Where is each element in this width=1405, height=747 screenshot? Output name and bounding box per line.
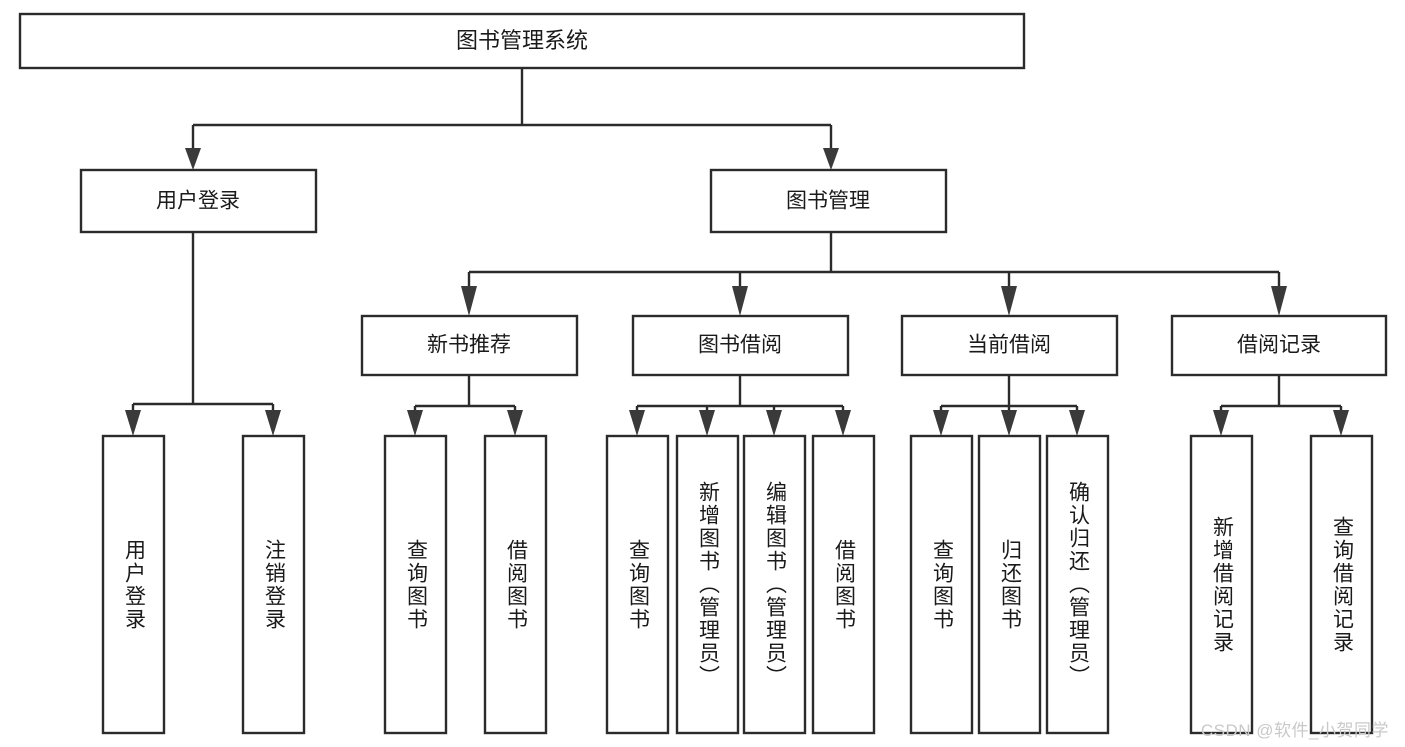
connector-new-book-rec-branch	[413, 375, 517, 415]
node-leaf-query-book-1-box[interactable]	[383, 434, 448, 735]
node-user-login-label: 用户登录	[156, 190, 240, 213]
arrow-head-to-leaf-borrow-book-1	[507, 410, 523, 436]
arrow-head-to-leaf-logout-login	[265, 410, 281, 436]
node-leaf-logout-login-box[interactable]	[241, 434, 306, 735]
arrow-head-to-leaf-query-book-2	[629, 410, 645, 436]
connector-group-root-to-level1	[185, 68, 839, 170]
arrow-head-to-leaf-query-book-1	[407, 410, 423, 436]
node-leaf-add-book-box[interactable]	[675, 434, 740, 735]
node-leaf-query-book-2-box[interactable]	[605, 434, 670, 735]
node-current-borrow-box[interactable]	[900, 314, 1119, 377]
node-current-borrow[interactable]: 当前借阅	[900, 314, 1119, 377]
arrow-head-to-leaf-edit-book	[766, 410, 782, 436]
node-book-manage[interactable]: 图书管理	[709, 168, 948, 234]
connector-group-new-book-rec-to-leaves	[407, 375, 523, 436]
node-new-book-rec[interactable]: 新书推荐	[360, 314, 579, 377]
connector-borrow-record-branch	[1219, 375, 1343, 415]
arrow-head-to-book-manage	[823, 148, 839, 170]
arrow-head-to-leaf-confirm-return	[1069, 410, 1085, 436]
arrow-head-to-borrow-record	[1271, 286, 1287, 316]
connector-group-book-manage-to-level2	[461, 232, 1287, 316]
connector-group-book-borrow-to-leaves	[629, 375, 851, 436]
node-current-borrow-label: 当前借阅	[967, 334, 1051, 357]
connector-book-manage-branch	[467, 232, 1281, 290]
node-leaf-query-book-3-box[interactable]	[909, 434, 974, 735]
arrow-head-to-current-borrow	[1001, 286, 1017, 316]
node-root[interactable]: 图书管理系统	[18, 12, 1026, 70]
connector-book-borrow-branch	[635, 375, 845, 415]
arrow-head-to-leaf-add-book	[699, 410, 715, 436]
node-leaf-query-record-box[interactable]	[1309, 434, 1374, 735]
node-borrow-record-box[interactable]	[1170, 314, 1388, 377]
node-user-login[interactable]: 用户登录	[79, 168, 318, 234]
connector-group-user-login-to-leaves	[125, 232, 281, 436]
node-borrow-record-label: 借阅记录	[1237, 334, 1321, 357]
node-book-borrow-label: 图书借阅	[698, 334, 782, 357]
arrow-head-to-leaf-query-record	[1333, 410, 1349, 436]
node-root-box[interactable]	[18, 12, 1026, 70]
node-leaf-borrow-book-1-box[interactable]	[483, 434, 548, 735]
connector-root-branch	[191, 68, 833, 152]
connector-group-current-borrow-to-leaves	[933, 375, 1085, 436]
arrow-head-to-leaf-user-login	[125, 410, 141, 436]
connector-user-login-branch	[131, 232, 275, 415]
connector-current-borrow-branch	[939, 375, 1079, 415]
node-leaf-confirm-return-box[interactable]	[1045, 434, 1110, 735]
node-leaf-add-record-box[interactable]	[1189, 434, 1254, 735]
node-root-label: 图书管理系统	[456, 28, 588, 53]
arrow-head-to-user-login	[185, 148, 201, 170]
node-new-book-rec-box[interactable]	[360, 314, 579, 377]
node-book-borrow[interactable]: 图书借阅	[631, 314, 850, 377]
node-leaf-edit-book-box[interactable]	[742, 434, 807, 735]
node-book-manage-label: 图书管理	[786, 190, 870, 213]
node-leaf-return-book-box[interactable]	[977, 434, 1042, 735]
arrow-head-to-leaf-borrow-book-2	[835, 410, 851, 436]
arrow-head-to-leaf-add-record	[1213, 410, 1229, 436]
arrow-head-to-new-book-rec	[461, 286, 477, 316]
node-leaf-user-login-box[interactable]	[101, 434, 166, 735]
arrow-head-to-leaf-return-book	[1001, 410, 1017, 436]
arrow-head-to-book-borrow	[732, 286, 748, 316]
node-new-book-rec-label: 新书推荐	[427, 334, 511, 357]
node-borrow-record[interactable]: 借阅记录	[1170, 314, 1388, 377]
connector-group-borrow-record-to-leaves	[1213, 375, 1349, 436]
node-leaf-borrow-book-2-box[interactable]	[811, 434, 876, 735]
node-user-login-box[interactable]	[79, 168, 318, 234]
arrow-head-to-leaf-query-book-3	[933, 410, 949, 436]
node-book-manage-box[interactable]	[709, 168, 948, 234]
node-book-borrow-box[interactable]	[631, 314, 850, 377]
